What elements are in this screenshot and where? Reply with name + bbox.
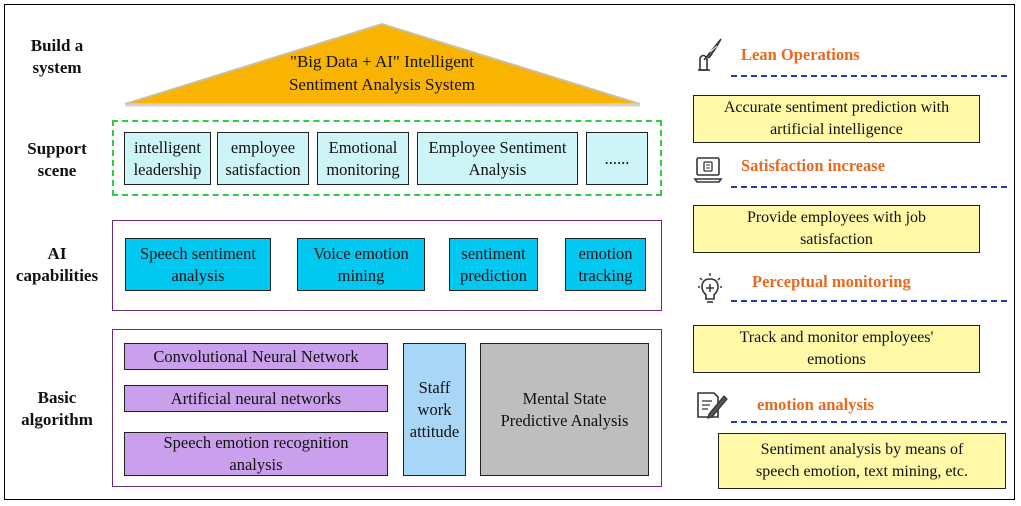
label-line: Build a <box>30 36 84 55</box>
roof-title: "Big Data + AI" Intelligent Sentiment An… <box>232 50 532 96</box>
text-line: artificial intelligence <box>770 121 903 138</box>
text-line: monitoring <box>326 159 400 179</box>
text-line: Speech emotion recognition <box>163 433 349 452</box>
roof-triangle <box>124 22 641 107</box>
text-line: employee <box>230 137 296 157</box>
text-line: speech emotion, text mining, etc. <box>756 463 968 480</box>
scene-more: ...... <box>586 132 648 185</box>
text-line: Voice emotion <box>313 243 409 263</box>
support-scene-container <box>112 120 662 196</box>
text-line: Staff <box>418 377 451 397</box>
algo-speech-emotion-recognition: Speech emotion recognition analysis <box>124 432 388 476</box>
text-line: intelligent <box>134 137 201 157</box>
text-line: Accurate sentiment prediction with <box>723 99 950 116</box>
label-line: Basic <box>37 388 77 407</box>
dash-divider <box>731 186 1007 188</box>
text-line: Provide employees with job <box>746 209 927 226</box>
text-line: Emotional <box>328 137 398 157</box>
outer-frame <box>4 4 1015 500</box>
heading-emotion-analysis: emotion analysis <box>757 395 874 414</box>
text-line: satisfaction <box>800 231 873 248</box>
roof-line-1: "Big Data + AI" Intelligent <box>290 52 474 71</box>
label-line: AI <box>47 244 67 263</box>
label-support-scene: Support scene <box>12 138 102 182</box>
label-line: Support <box>27 139 87 158</box>
text-line: emotions <box>807 351 866 368</box>
label-basic-algorithm: Basic algorithm <box>12 387 102 431</box>
quill-ink-icon <box>698 38 722 71</box>
label-line: algorithm <box>21 410 93 429</box>
text-line: Predictive Analysis <box>500 410 629 430</box>
dash-divider <box>731 421 1007 423</box>
text-line: Track and monitor employees' <box>739 329 934 346</box>
heading-satisfaction-increase: Satisfaction increase <box>741 156 886 175</box>
text-line: mining <box>337 265 385 285</box>
text-line: Artificial neural networks <box>170 388 342 408</box>
text-line: Convolutional Neural Network <box>153 346 359 366</box>
dash-divider <box>731 300 1007 302</box>
text-line: prediction <box>460 265 527 285</box>
desc-emotion-analysis: Sentiment analysis by means of speech emo… <box>718 433 1006 489</box>
label-line: scene <box>37 161 77 180</box>
label-ai-capabilities: AI capabilities <box>12 243 102 287</box>
text-line: sentiment <box>461 243 526 263</box>
roof-line-2: Sentiment Analysis System <box>288 75 476 94</box>
text-line: Sentiment analysis by means of <box>760 441 964 458</box>
label-line: capabilities <box>15 266 99 285</box>
label-build-a-system: Build a system <box>12 35 102 79</box>
laptop-icon <box>693 157 723 183</box>
algo-cnn: Convolutional Neural Network <box>124 343 388 370</box>
text-line: Speech sentiment <box>140 243 256 263</box>
desc-lean-operations: Accurate sentiment prediction with artifi… <box>693 95 980 143</box>
text-line: Employee Sentiment <box>428 137 567 157</box>
notepad-pen-icon <box>697 392 728 419</box>
desc-perceptual-monitoring: Track and monitor employees' emotions <box>693 325 980 373</box>
text-line: emotion <box>578 243 633 263</box>
desc-satisfaction-increase: Provide employees with job satisfaction <box>693 205 980 253</box>
text-line: analysis <box>171 265 225 285</box>
text-line: Mental State <box>522 388 607 408</box>
ai-capabilities-container <box>112 220 662 311</box>
label-line: system <box>32 58 82 77</box>
text-line: Analysis <box>468 159 527 179</box>
text-line: tracking <box>578 265 633 285</box>
lightbulb-icon <box>698 273 722 303</box>
dash-divider <box>731 75 1007 77</box>
text-line: attitude <box>409 421 460 441</box>
text-line: satisfaction <box>225 159 301 179</box>
text-line: leadership <box>133 159 202 179</box>
algo-ann: Artificial neural networks <box>124 385 388 412</box>
heading-perceptual-monitoring: Perceptual monitoring <box>752 272 911 291</box>
heading-lean-operations: Lean Operations <box>741 45 860 64</box>
text-line: analysis <box>229 455 283 474</box>
text-line: ...... <box>604 148 630 168</box>
basic-algorithm-container <box>112 329 662 487</box>
text-line: work <box>417 399 452 419</box>
